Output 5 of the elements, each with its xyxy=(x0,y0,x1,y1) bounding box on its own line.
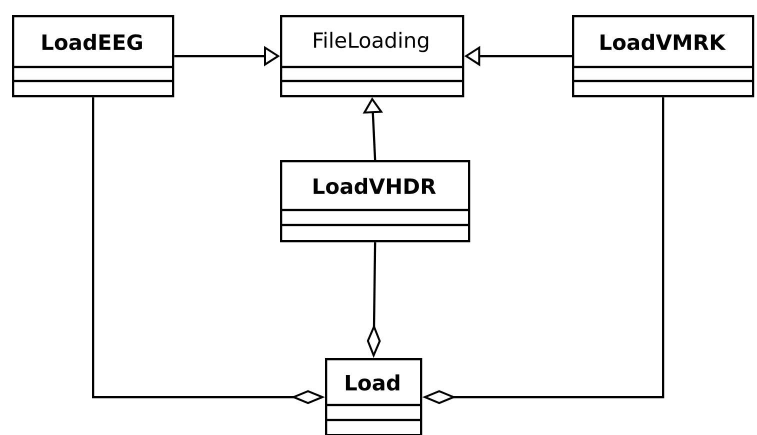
class-box: Load xyxy=(325,358,422,435)
class-box: LoadEEG xyxy=(12,15,174,98)
class-box: LoadVHDR xyxy=(280,160,470,242)
class-box: LoadVMRK xyxy=(572,15,754,98)
class-box: FileLoading xyxy=(280,15,464,98)
